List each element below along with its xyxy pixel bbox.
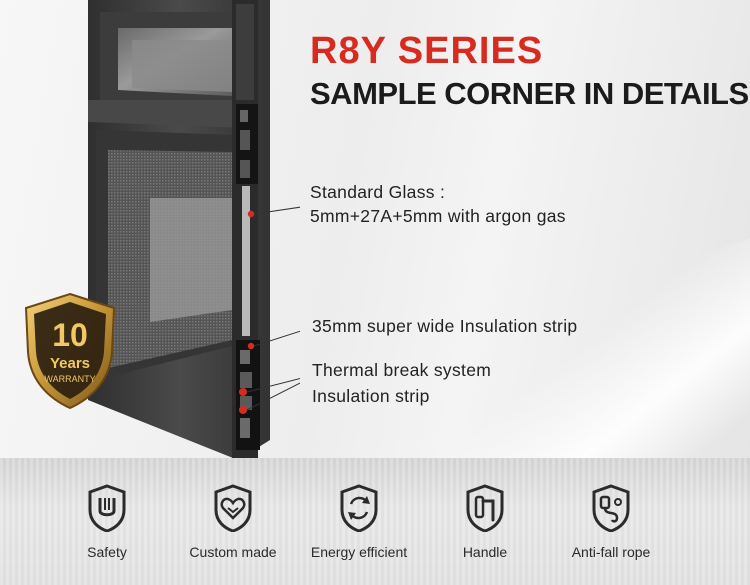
series-title: R8Y SERIES — [310, 30, 544, 72]
callout-line: 35mm super wide Insulation strip — [312, 316, 578, 336]
series-subtitle: SAMPLE CORNER IN DETAILS — [310, 76, 749, 111]
callout-line: Thermal break system — [312, 360, 492, 380]
callout-insulation-strip-35mm: 35mm super wide Insulation strip — [312, 314, 577, 338]
callout-line: Insulation strip — [312, 386, 430, 406]
feature-label: Custom made — [189, 544, 277, 560]
warranty-label: WARRANTY — [44, 374, 95, 384]
callout-standard-glass: Standard Glass : 5mm+27A+5mm with argon … — [310, 180, 566, 228]
feature-label: Safety — [87, 544, 127, 560]
feature-label: Energy efficient — [310, 544, 408, 560]
warranty-years: Years — [50, 355, 90, 372]
shield-handle-icon — [466, 484, 504, 532]
shield-recycle-icon — [340, 484, 378, 532]
callout-line: 5mm+27A+5mm with argon gas — [310, 206, 566, 226]
window-frame-illustration — [88, 0, 300, 460]
feature-custom-made: Custom made — [168, 484, 298, 560]
shield-heart-icon — [214, 484, 252, 532]
features-row: Safety Custom made Energy efficient — [0, 484, 750, 574]
feature-anti-fall-rope: Anti-fall rope — [546, 484, 676, 560]
callout-thermal-break: Thermal break system — [312, 358, 491, 382]
warranty-number: 10 — [52, 317, 88, 353]
feature-safety: Safety — [42, 484, 172, 560]
feature-handle: Handle — [420, 484, 550, 560]
feature-label: Anti-fall rope — [571, 544, 651, 560]
shield-u-icon — [88, 484, 126, 532]
callout-line: Standard Glass : — [310, 182, 446, 202]
shield-rope-icon — [592, 484, 630, 532]
feature-energy-efficient: Energy efficient — [294, 484, 424, 560]
warranty-shield-icon: 10 Years WARRANTY — [24, 292, 116, 410]
callout-insulation-strip: Insulation strip — [312, 384, 430, 408]
feature-label: Handle — [462, 544, 508, 560]
